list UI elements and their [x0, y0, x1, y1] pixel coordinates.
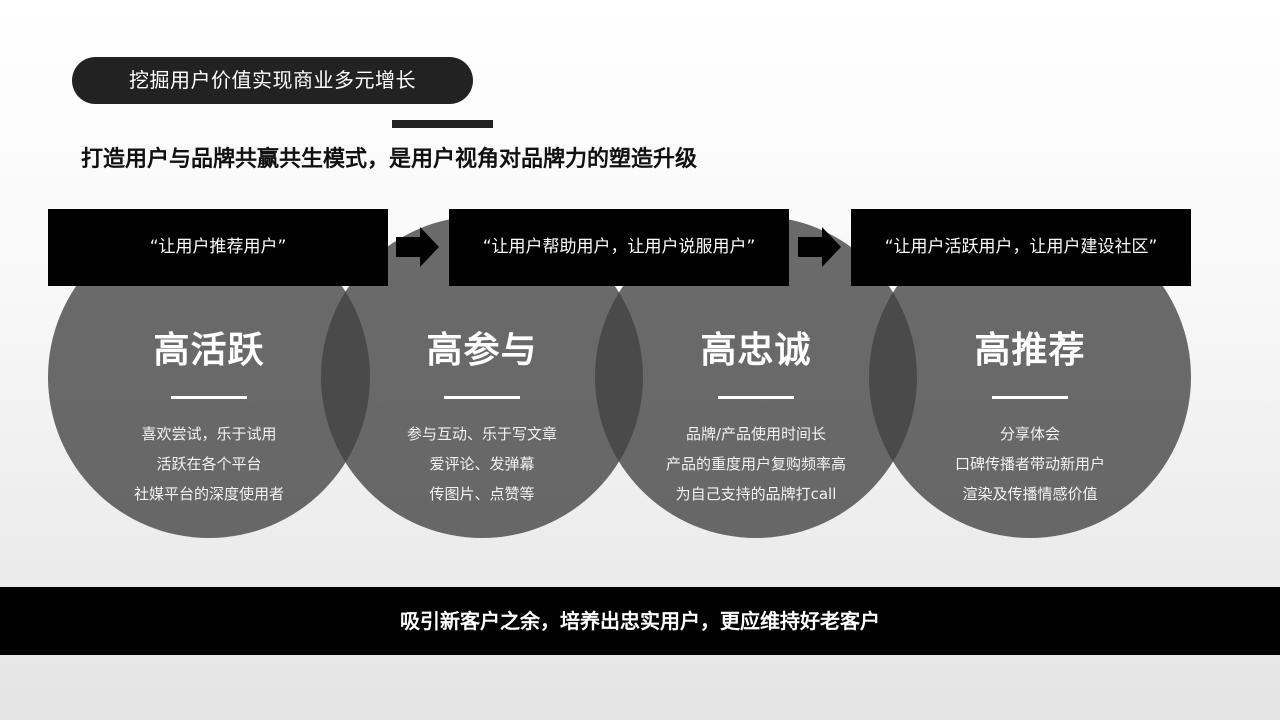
stage-desc-line: 喜欢尝试，乐于试用: [141, 425, 277, 443]
stage-desc-line: 口碑传播者带动新用户: [954, 455, 1105, 473]
page-title: 挖掘用户价值实现商业多元增长: [72, 57, 473, 104]
stage-divider: [718, 396, 794, 399]
stage-desc-line: 传图片、点赞等: [429, 485, 535, 503]
stage-title: 高忠诚: [700, 330, 812, 371]
stage-title: 高推荐: [974, 330, 1086, 371]
quote-box-3: “让用户活跃用户，让用户建设社区”: [851, 209, 1191, 286]
stage-desc-line: 分享体会: [999, 425, 1060, 443]
stage-desc-line: 参与互动、乐于写文章: [406, 425, 557, 443]
stage-title: 高活跃: [153, 330, 265, 371]
stage-desc-line: 活跃在各个平台: [156, 455, 262, 473]
stage-desc-line: 爱评论、发弹幕: [429, 455, 535, 473]
arrow-right-icon: [396, 227, 439, 267]
title-underline-divider: [392, 120, 493, 128]
stage-divider: [992, 396, 1068, 399]
stage-divider: [444, 396, 520, 399]
stage-divider: [171, 396, 247, 399]
page-subtitle: 打造用户与品牌共赢共生模式，是用户视角对品牌力的塑造升级: [81, 147, 698, 172]
stage-desc-line: 为自己支持的品牌打call: [675, 485, 837, 503]
stage-desc-line: 品牌/产品使用时间长: [685, 425, 827, 443]
quote-box-1: “让用户推荐用户”: [48, 209, 388, 286]
stage-desc-line: 社媒平台的深度使用者: [133, 485, 284, 503]
stage-title: 高参与: [426, 330, 538, 371]
arrow-right-icon: [798, 227, 841, 267]
stage-desc-line: 产品的重度用户复购频率高: [665, 455, 846, 473]
quote-box-2: “让用户帮助用户，让用户说服用户”: [449, 209, 789, 286]
footer-banner: 吸引新客户之余，培养出忠实用户，更应维持好老客户: [0, 587, 1280, 655]
stage-desc-line: 渲染及传播情感价值: [962, 485, 1098, 503]
